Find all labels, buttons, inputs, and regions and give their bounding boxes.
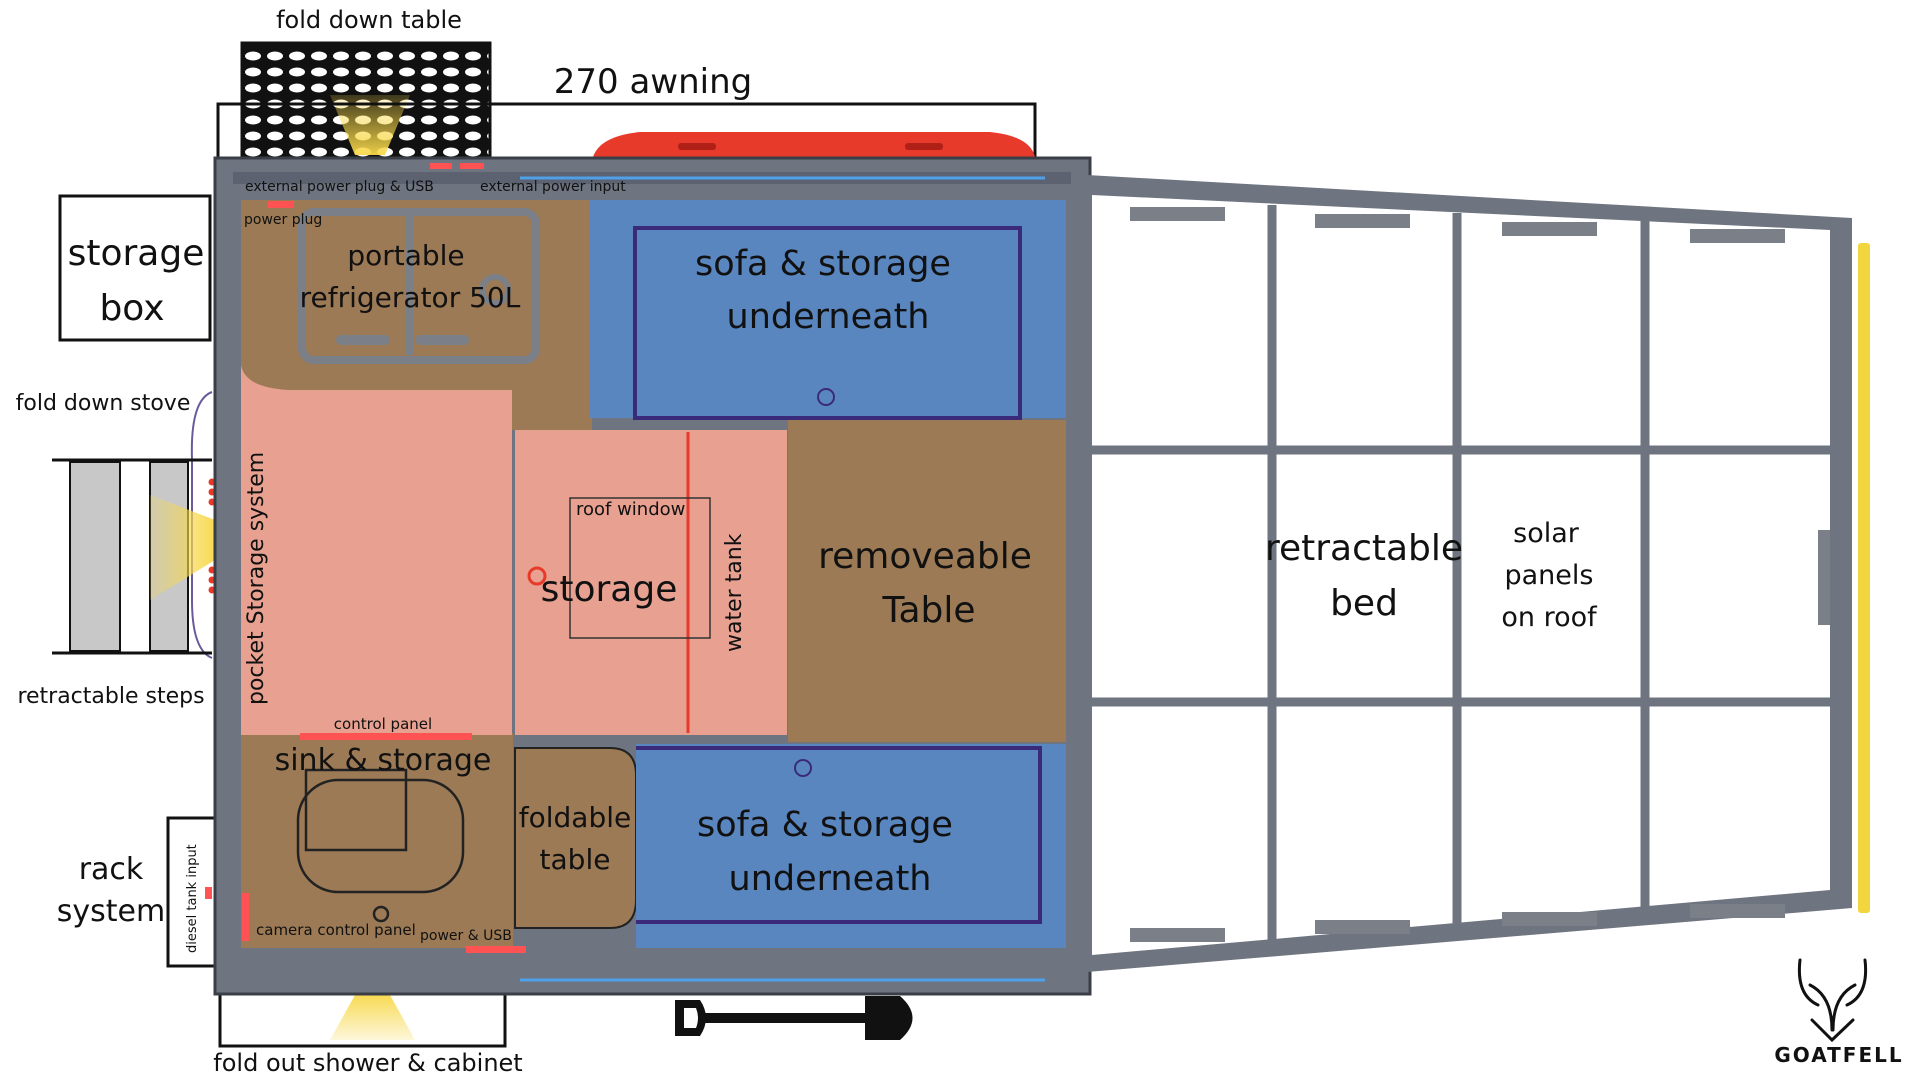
- bed-hinges: [1130, 207, 1830, 942]
- sofa-top: [590, 200, 1066, 418]
- label-removeable-table-line2: Table: [881, 590, 975, 631]
- table-light-beam: [330, 95, 410, 155]
- awning-lights: [678, 143, 943, 150]
- shovel-icon: [675, 996, 913, 1040]
- shower-light-beam: [330, 995, 415, 1040]
- label-roof-window: roof window: [576, 499, 685, 520]
- label-external-power-plug: external power plug & USB: [245, 179, 434, 195]
- label-sofa-bottom-line2: underneath: [729, 859, 932, 899]
- label-sofa-top-line2: underneath: [727, 297, 930, 337]
- label-solar-panels-line1: solar: [1513, 518, 1580, 549]
- label-sofa-bottom-line1: sofa & storage: [697, 805, 953, 845]
- label-rack-system-line2: system: [57, 894, 165, 929]
- label-removeable-table-line1: removeable: [818, 536, 1032, 577]
- label-pocket-storage: pocket Storage system: [244, 452, 269, 705]
- label-fold-down-stove: fold down stove: [16, 391, 191, 416]
- sink-shape: [296, 768, 465, 923]
- floor-middle: [512, 200, 592, 430]
- awning-red-bar: [593, 132, 1035, 157]
- awning-outline: [216, 102, 1037, 160]
- brand-name: GOATFELL: [1774, 1043, 1903, 1067]
- label-camera-control-panel: camera control panel: [256, 921, 416, 939]
- label-retractable-steps: retractable steps: [17, 684, 204, 709]
- label-awning: 270 awning: [554, 62, 752, 102]
- label-retractable-bed-line1: retractable: [1265, 528, 1463, 569]
- label-diesel-tank-input: diesel tank input: [185, 844, 200, 953]
- removeable-table: [788, 420, 1066, 742]
- label-fold-down-table: fold down table: [276, 6, 462, 34]
- label-sofa-top-line1: sofa & storage: [695, 244, 951, 284]
- goat-head-logo: [1797, 958, 1868, 1043]
- label-power-usb: power & USB: [420, 928, 512, 944]
- label-storage: storage: [541, 569, 678, 610]
- storage-area: [515, 430, 787, 735]
- shower-cabinet-outline: [218, 988, 507, 1048]
- label-storage-box-line2: box: [99, 288, 164, 329]
- label-refrigerator-line2: refrigerator 50L: [300, 281, 521, 314]
- label-power-plug: power plug: [244, 212, 322, 228]
- sofa-bottom: [636, 744, 1066, 948]
- label-rack-system-line1: rack: [79, 852, 144, 887]
- label-solar-panels-line2: panels: [1505, 560, 1594, 591]
- storage-box: [58, 194, 212, 342]
- stove-light-beam: [150, 495, 215, 600]
- label-control-panel: control panel: [334, 715, 432, 733]
- label-water-tank: water tank: [722, 533, 747, 652]
- label-refrigerator-line1: portable: [347, 239, 464, 272]
- red-indicators: [205, 163, 526, 953]
- roof-window: [569, 497, 711, 639]
- solar-light-strip: [1858, 243, 1870, 913]
- refrigerator-shape: [298, 208, 540, 364]
- label-external-power-input: external power input: [480, 179, 626, 195]
- pocket-storage-area: [241, 365, 512, 735]
- bed-grid: [1092, 205, 1830, 945]
- label-sink-storage: sink & storage: [275, 743, 492, 778]
- label-retractable-bed-line2: bed: [1330, 583, 1398, 624]
- label-foldable-table-line1: foldable: [519, 801, 631, 834]
- label-foldable-table-line2: table: [540, 843, 611, 876]
- label-solar-panels-line3: on roof: [1501, 602, 1598, 633]
- label-storage-box-line1: storage: [68, 233, 205, 274]
- label-fold-out-shower: fold out shower & cabinet: [213, 1049, 522, 1077]
- foldable-table: [514, 747, 637, 929]
